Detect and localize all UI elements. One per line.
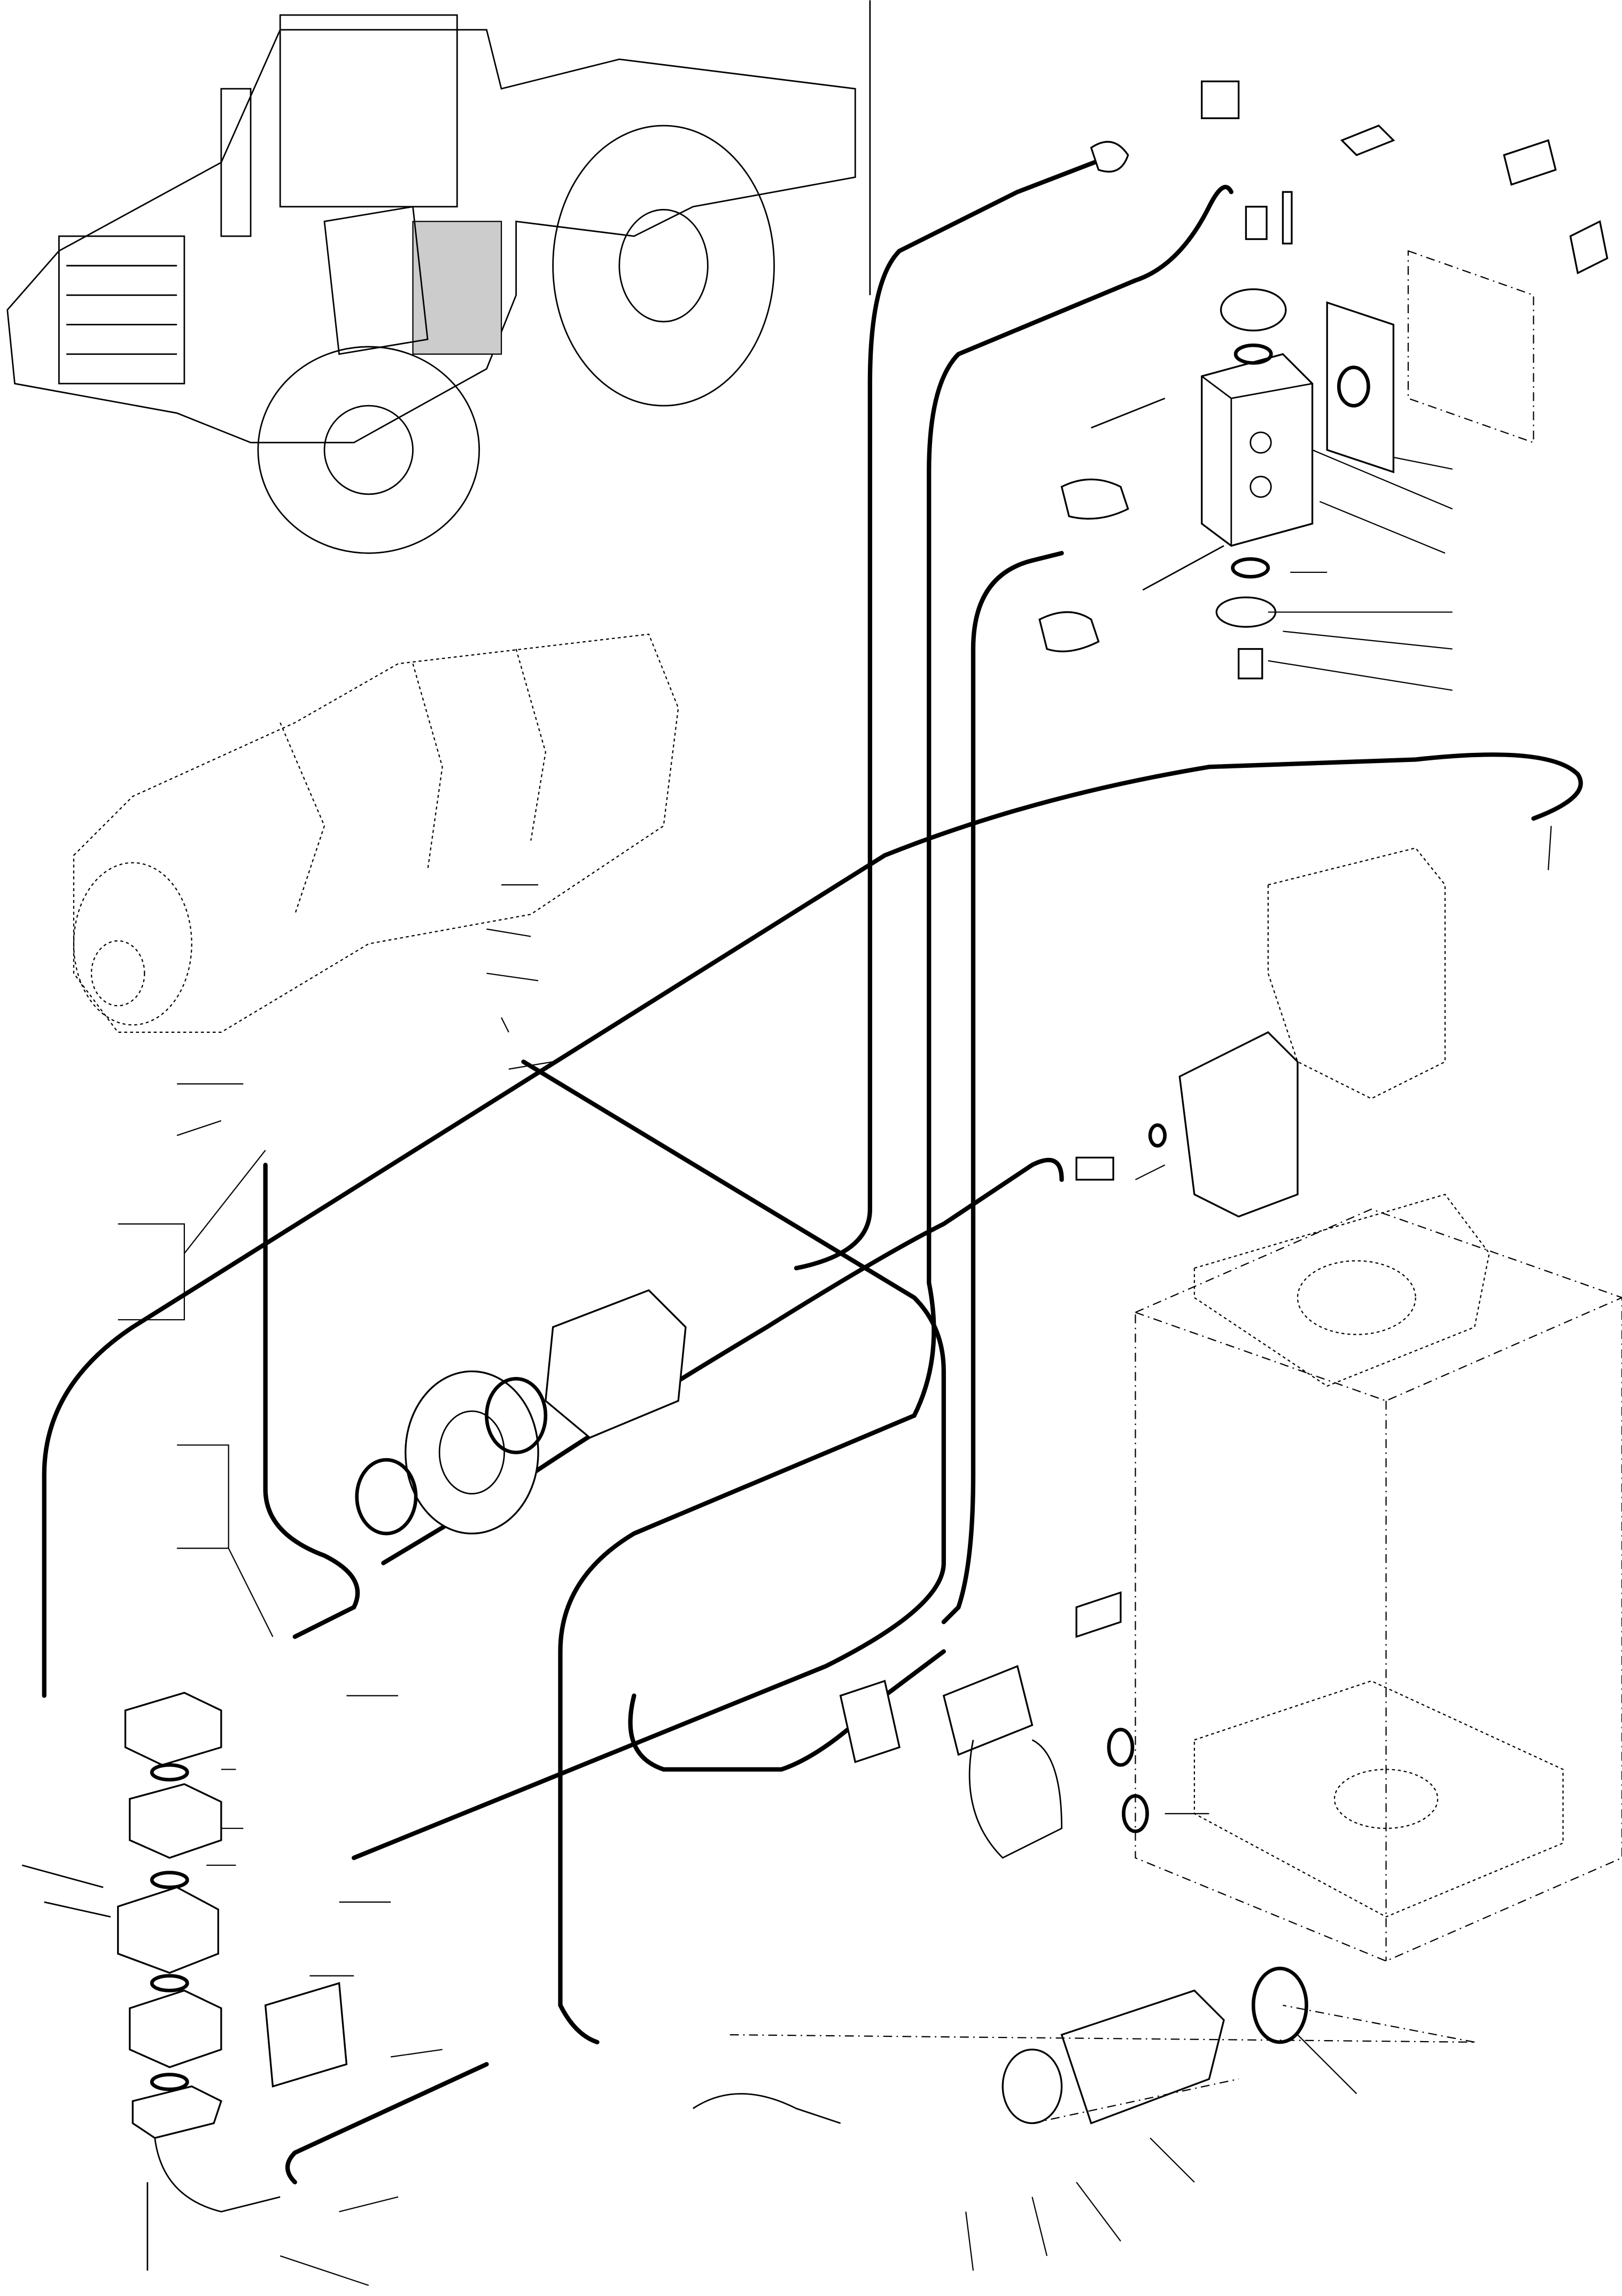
mounting-bracket bbox=[1075, 1591, 1122, 1638]
engine-assembly bbox=[323, 206, 429, 355]
right-valve-assembly bbox=[1075, 847, 1446, 1218]
o-ring bbox=[1148, 1123, 1167, 1148]
long-bolt bbox=[1091, 398, 1166, 429]
tube bbox=[968, 1739, 1062, 1859]
pressure-switch bbox=[1237, 648, 1263, 680]
flange-fitting bbox=[1038, 611, 1100, 652]
rear-wheel-hub bbox=[618, 208, 709, 323]
o-ring bbox=[1337, 365, 1370, 408]
elbow-fitting bbox=[1340, 124, 1395, 157]
o-ring bbox=[1107, 1727, 1135, 1767]
radiator-grille bbox=[58, 235, 185, 385]
o-ring bbox=[355, 1458, 418, 1536]
long-bolt bbox=[22, 1864, 104, 1888]
hose-3 bbox=[42, 752, 1583, 1698]
hose-8 bbox=[628, 1649, 946, 1772]
front-wheel-hub bbox=[323, 404, 414, 495]
reference-lines bbox=[729, 2004, 1475, 2124]
front-wheel bbox=[257, 346, 480, 554]
pump-sections bbox=[280, 649, 546, 915]
tank-port bbox=[1297, 1260, 1416, 1335]
flange-adapter bbox=[1220, 288, 1287, 332]
long-bolt bbox=[44, 1901, 111, 1918]
grille-slats bbox=[66, 264, 177, 355]
check-valve bbox=[1503, 139, 1557, 186]
exhaust-stack bbox=[220, 88, 252, 237]
cab bbox=[279, 14, 458, 208]
o-ring bbox=[1251, 1966, 1308, 2044]
leader-lines bbox=[118, 449, 1552, 2286]
hose-2 bbox=[558, 185, 1233, 2045]
mounting-plate bbox=[1326, 301, 1394, 473]
tube bbox=[693, 2093, 841, 2124]
part-leader-lines bbox=[118, 449, 1552, 2286]
pump-assembly bbox=[73, 633, 679, 1033]
o-ring bbox=[1122, 1794, 1149, 1833]
valve-block-upper bbox=[1038, 80, 1609, 680]
valve-stack-lower-left bbox=[22, 1692, 348, 2271]
check-valve-block-down bbox=[129, 1783, 222, 1859]
tank-outlet bbox=[1333, 1769, 1439, 1829]
hose-7 bbox=[941, 551, 1064, 1624]
pump-body-outline bbox=[73, 633, 679, 1033]
hydraulic-tank bbox=[1135, 1194, 1622, 1962]
hose-1 bbox=[794, 153, 1116, 1271]
hose-9 bbox=[285, 2062, 489, 2185]
manifold-block bbox=[124, 1692, 222, 1766]
filter-assembly bbox=[693, 1591, 1308, 2124]
tank-edges bbox=[1135, 1297, 1622, 1962]
tube bbox=[154, 2138, 281, 2213]
rear-wheel bbox=[552, 124, 775, 407]
central-motor-assembly bbox=[355, 1289, 687, 1536]
bracket-dashed bbox=[1407, 250, 1534, 443]
o-ring bbox=[1231, 557, 1270, 579]
u-bolt bbox=[839, 1679, 901, 1763]
manifold-block bbox=[117, 1886, 220, 1974]
motor-flange bbox=[405, 1370, 539, 1535]
o-ring bbox=[150, 1974, 189, 1993]
flange-bore bbox=[438, 1410, 505, 1495]
bolt bbox=[1282, 191, 1293, 245]
hoses bbox=[42, 153, 1583, 2185]
filter-housing bbox=[1060, 1989, 1225, 2124]
hose-5 bbox=[352, 1059, 946, 1861]
flange-adapter bbox=[1215, 596, 1277, 628]
o-ring bbox=[150, 1871, 189, 1889]
long-bolt bbox=[1142, 545, 1224, 591]
selector-valve bbox=[1178, 1031, 1299, 1218]
o-ring bbox=[1233, 343, 1273, 365]
hose-clamp bbox=[1090, 141, 1129, 173]
flange-fitting bbox=[1060, 478, 1129, 520]
mounting-bracket bbox=[264, 1982, 348, 2088]
o-ring bbox=[485, 1376, 548, 1454]
fitting bbox=[1075, 1156, 1114, 1181]
bracket bbox=[942, 1665, 1034, 1756]
elbow-fitting bbox=[1201, 80, 1240, 119]
highlighted-component-area bbox=[412, 221, 502, 355]
port bbox=[1250, 476, 1272, 498]
o-ring bbox=[150, 1763, 189, 1782]
motor-body bbox=[545, 1289, 687, 1439]
loader-overview bbox=[6, 0, 871, 554]
o-ring bbox=[150, 2073, 189, 2091]
check-valve-block-up bbox=[129, 1989, 222, 2068]
pump-flange bbox=[73, 862, 192, 1026]
port bbox=[1250, 431, 1272, 454]
tank-top-plate bbox=[1193, 1194, 1490, 1387]
hose-4 bbox=[263, 1163, 360, 1639]
tank-bottom-plate bbox=[1193, 1680, 1564, 1918]
valve-block bbox=[1201, 353, 1314, 547]
elbow-fitting bbox=[1569, 220, 1609, 275]
tank-outline bbox=[1135, 1208, 1622, 1962]
valve-block-edges bbox=[1201, 376, 1313, 546]
valve-bracket-outline bbox=[1267, 847, 1446, 1100]
flange-adapter bbox=[131, 2085, 222, 2139]
pump-shaft bbox=[90, 940, 145, 1007]
fitting bbox=[1245, 206, 1268, 240]
filter-flange bbox=[1002, 2049, 1063, 2124]
